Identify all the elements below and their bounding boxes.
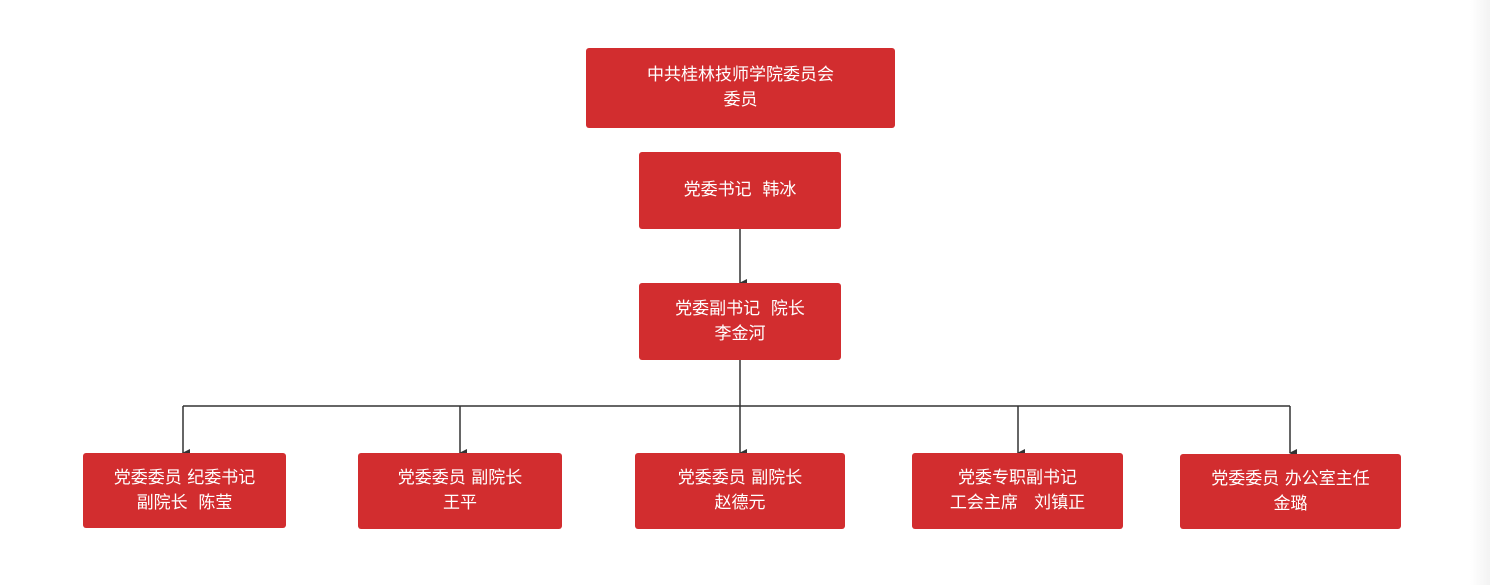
node-member-1-line1: 党委委员 纪委书记: [113, 467, 256, 488]
node-party-committee-line2: 委员: [723, 90, 758, 110]
node-member-1-line2: 副院长 陈莹: [136, 492, 233, 513]
node-member-4-line2: 工会主席 刘镇正: [949, 493, 1086, 513]
node-deputy-secretary: 党委副书记 院长 李金河: [639, 283, 841, 360]
node-member-5-line1: 党委委员 办公室主任: [1211, 468, 1370, 489]
node-member-3-line2: 赵德元: [714, 493, 766, 513]
node-member-4-line1: 党委专职副书记: [958, 468, 1077, 488]
node-member-3: 党委委员 副院长 赵德元: [635, 453, 845, 529]
node-member-2-line2: 王平: [443, 493, 477, 513]
node-member-1: 党委委员 纪委书记 副院长 陈莹: [83, 453, 286, 528]
node-member-2-line1: 党委委员 副院长: [397, 468, 523, 488]
node-member-4: 党委专职副书记 工会主席 刘镇正: [912, 453, 1123, 529]
node-party-secretary: 党委书记 韩冰: [639, 152, 841, 229]
node-member-3-line1: 党委委员 副院长: [677, 468, 803, 488]
node-party-committee: 中共桂林技师学院委员会 委员: [586, 48, 895, 128]
node-party-secretary-line1: 党委书记 韩冰: [683, 180, 797, 200]
node-party-committee-line1: 中共桂林技师学院委员会: [647, 65, 834, 85]
node-deputy-secretary-line1: 党委副书记 院长: [675, 298, 805, 319]
node-member-5-line2: 金璐: [1273, 493, 1308, 514]
node-member-5: 党委委员 办公室主任 金璐: [1180, 454, 1401, 529]
right-edge-shade: [1470, 0, 1490, 585]
node-member-2: 党委委员 副院长 王平: [358, 453, 562, 529]
node-deputy-secretary-line2: 李金河: [714, 323, 766, 344]
